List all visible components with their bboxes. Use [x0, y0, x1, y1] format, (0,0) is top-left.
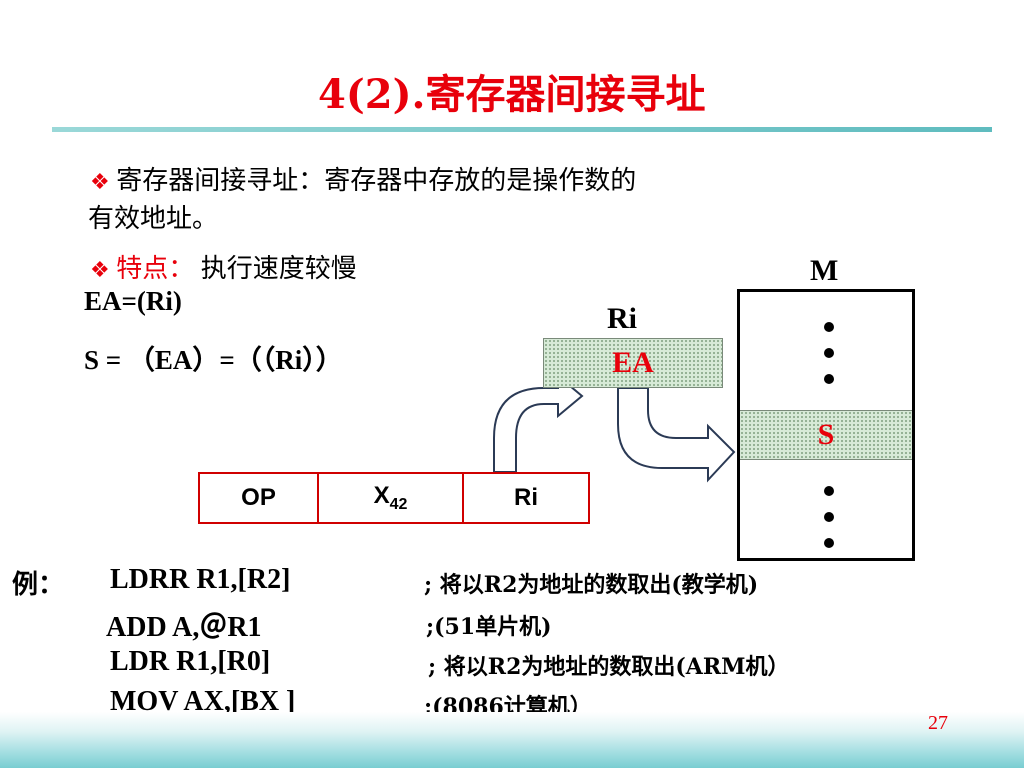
ellipsis-dot: [824, 348, 834, 358]
feature-text: 执行速度较慢: [200, 254, 357, 284]
example-comment-3: ; 将以R2为地址的数取出(ARM机）: [428, 654, 790, 680]
diamond-bullet-icon: ❖: [90, 257, 110, 282]
definition-line-1: ❖ 寄存器间接寻址：寄存器中存放的是操作数的: [90, 160, 636, 197]
down-right-arrow-icon: [617, 387, 736, 483]
example-code-3: LDR R1,[R0]: [110, 646, 271, 677]
example-comment-2: ;(51单片机): [426, 614, 552, 640]
ellipsis-dot: [824, 538, 834, 548]
formula-s: S = （EA）=（（Ri））: [84, 345, 343, 375]
memory-box: S: [737, 289, 915, 561]
ellipsis-dot: [824, 486, 834, 496]
up-arrow-icon: [493, 373, 584, 473]
title-divider: [52, 127, 992, 132]
definition-line-2: 有效地址。: [88, 204, 219, 234]
ellipsis-dot: [824, 512, 834, 522]
ri-label: Ri: [514, 484, 538, 511]
x-label: X42: [373, 482, 408, 513]
footer-band: [0, 712, 1024, 768]
diamond-bullet-icon: ❖: [90, 169, 110, 194]
op-label: OP: [241, 484, 276, 511]
example-code-4: MOV AX,[BX ]: [110, 686, 296, 717]
example-code-1: LDRR R1,[R2]: [110, 564, 291, 595]
ellipsis-dot: [824, 322, 834, 332]
register-label: Ri: [607, 302, 637, 335]
memory-cell-s: S: [740, 410, 912, 460]
example-code-2: ADD A,＠R1: [106, 612, 262, 643]
register-box: EA: [543, 338, 723, 388]
ri-field: Ri: [464, 474, 588, 522]
ellipsis-dot: [824, 374, 834, 384]
instruction-format: OP X42 Ri: [198, 472, 590, 524]
register-content: EA: [612, 346, 654, 379]
feature-line: ❖ 特点： 执行速度较慢: [90, 248, 357, 285]
feature-label: 特点：: [116, 254, 195, 284]
memory-label: M: [810, 254, 839, 287]
example-prefix: 例：: [12, 570, 65, 600]
x-field: X42: [319, 474, 464, 522]
definition-text-1: 寄存器间接寻址：寄存器中存放的是操作数的: [116, 166, 637, 196]
op-field: OP: [200, 474, 319, 522]
page-number: 27: [928, 712, 948, 734]
example-comment-1: ; 将以R2为地址的数取出(教学机): [424, 572, 759, 598]
formula-ea: EA=(Ri): [84, 286, 182, 316]
slide-title: 4(2).寄存器间接寻址: [318, 71, 706, 118]
